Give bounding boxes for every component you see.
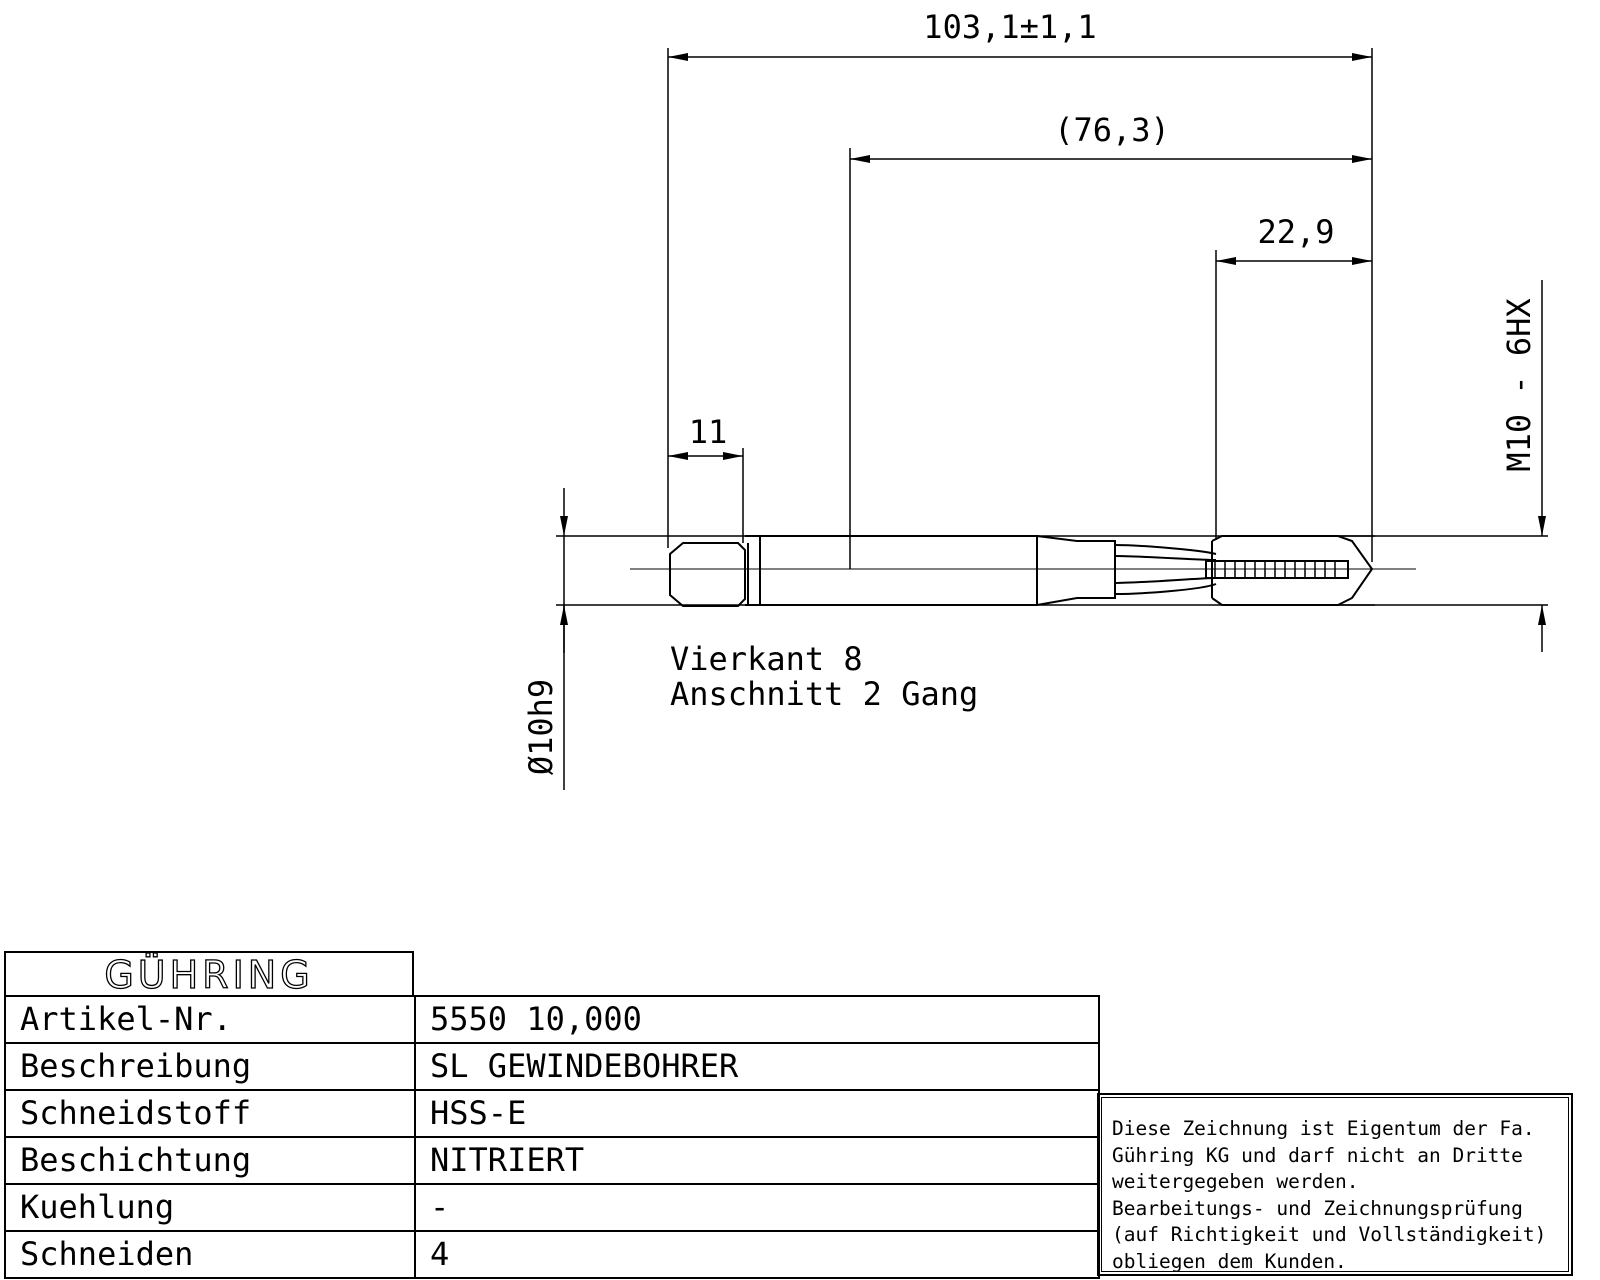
row-schneidstoff: Schneidstoff HSS-E (4, 1089, 1100, 1138)
value-beschichtung: NITRIERT (430, 1141, 585, 1179)
label-schneidstoff: Schneidstoff (6, 1091, 416, 1136)
value-beschreibung: SL GEWINDEBOHRER (430, 1047, 739, 1085)
row-schneiden: Schneiden 4 (4, 1230, 1100, 1279)
label-beschichtung: Beschichtung (6, 1138, 416, 1183)
flute-upper (1114, 544, 1217, 561)
thread-pattern (1205, 560, 1349, 579)
title-block: GÜHRING Artikel-Nr. 5550 10,000 Beschrei… (4, 951, 1100, 1279)
dimension-lines (556, 48, 1548, 790)
value-kuehlung: - (430, 1188, 450, 1226)
dim-square-length: 11 (689, 413, 728, 451)
value-schneiden: 4 (430, 1235, 450, 1273)
neck (1036, 535, 1116, 606)
row-beschichtung: Beschichtung NITRIERT (4, 1136, 1100, 1185)
disclaimer-line: obliegen dem Kunden. (1112, 1249, 1347, 1273)
guehring-logo: GÜHRING (104, 952, 313, 997)
dim-neck-to-tip: (76,3) (1054, 111, 1170, 149)
dim-thread-spec: M10 - 6HX (1500, 298, 1538, 471)
logo-cell: GÜHRING (4, 951, 414, 998)
row-kuehlung: Kuehlung - (4, 1183, 1100, 1232)
note-square: Vierkant 8 (670, 640, 863, 678)
disclaimer-line: Diese Zeichnung ist Eigentum der Fa. (1112, 1117, 1535, 1140)
note-chamfer: Anschnitt 2 Gang (670, 675, 978, 713)
disclaimer-line: Gühring KG und darf nicht an Dritte (1112, 1143, 1523, 1167)
value-schneidstoff: HSS-E (430, 1094, 527, 1132)
disclaimer-line: Bearbeitungs- und Zeichnungsprüfung (1112, 1196, 1523, 1220)
label-kuehlung: Kuehlung (6, 1185, 416, 1230)
row-beschreibung: Beschreibung SL GEWINDEBOHRER (4, 1042, 1100, 1091)
dim-shank-diameter: Ø10h9 (522, 679, 560, 775)
dim-thread-length: 22,9 (1257, 213, 1334, 251)
company-logo: GÜHRING (104, 953, 313, 995)
label-beschreibung: Beschreibung (6, 1044, 416, 1089)
disclaimer-box: Diese Zeichnung ist Eigentum der Fa. Güh… (1097, 1093, 1573, 1276)
row-artikel-nr: Artikel-Nr. 5550 10,000 (4, 995, 1100, 1044)
shank (745, 535, 1038, 606)
label-artikel-nr: Artikel-Nr. (6, 997, 416, 1042)
square-drive (669, 542, 746, 607)
flute-lower (1114, 577, 1217, 595)
value-artikel-nr: 5550 10,000 (430, 1000, 642, 1038)
tap-outline (630, 535, 1416, 607)
disclaimer-line: (auf Richtigkeit und Vollständigkeit) (1112, 1223, 1547, 1247)
disclaimer-line: weitergegeben werden. (1112, 1170, 1359, 1194)
dim-overall-length: 103,1±1,1 (923, 8, 1096, 46)
label-schneiden: Schneiden (6, 1232, 416, 1277)
